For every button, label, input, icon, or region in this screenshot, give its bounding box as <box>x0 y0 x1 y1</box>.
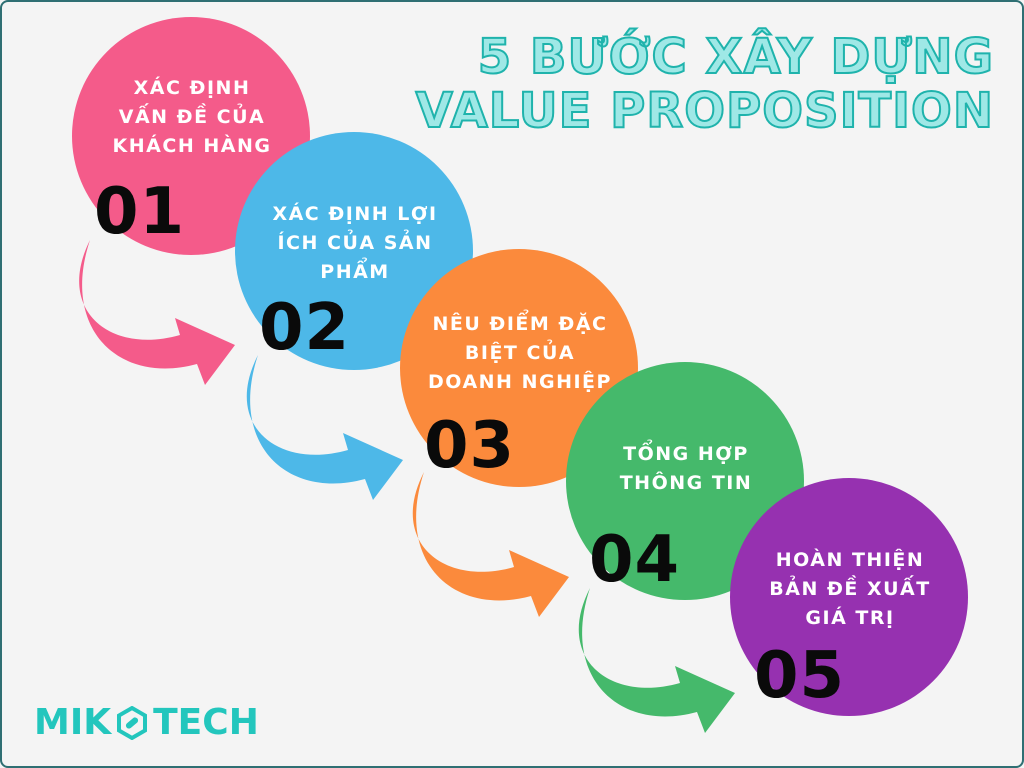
logo-text-left: MIK <box>34 702 112 743</box>
step-4-text: TỔNG HỢP THÔNG TIN <box>619 443 753 494</box>
arrow-3-body <box>412 472 569 617</box>
title-line-1: 5 BƯỚC XÂY DỰNG <box>477 29 994 85</box>
step-1-number: 01 <box>94 175 186 249</box>
step-5-number: 05 <box>754 639 846 713</box>
arrow-step-2 <box>246 355 403 500</box>
step-3-number: 03 <box>424 409 516 483</box>
arrow-4-body <box>578 588 735 733</box>
hexagon-link-icon <box>115 705 149 740</box>
step-1-text: XÁC ĐỊNH VẤN ĐỀ CỦA KHÁCH HÀNG <box>112 77 272 157</box>
arrow-1-body <box>79 240 235 385</box>
title-line-2: VALUE PROPOSITION <box>415 83 994 139</box>
arrow-step-4 <box>578 588 735 733</box>
arrow-step-1 <box>79 240 235 385</box>
step-5-text: HOÀN THIỆN BẢN ĐỀ XUẤT GIÁ TRỊ <box>769 549 931 629</box>
step-4-number: 04 <box>589 523 681 597</box>
step-2-number: 02 <box>259 291 351 365</box>
arrow-2-body <box>246 355 403 500</box>
arrow-step-3 <box>412 472 569 617</box>
mikotech-logo: MIK TECH <box>34 702 259 743</box>
logo-text-right: TECH <box>153 702 259 743</box>
infographic-title: 5 BƯỚC XÂY DỰNG VALUE PROPOSITION <box>415 29 994 139</box>
step-5-circle <box>730 478 968 716</box>
step-2-text: XÁC ĐỊNH LỢI ÍCH CỦA SẢN PHẨM <box>272 203 438 283</box>
step-3-text: NÊU ĐIỂM ĐẶC BIỆT CỦA DOANH NGHIỆP <box>428 313 612 393</box>
